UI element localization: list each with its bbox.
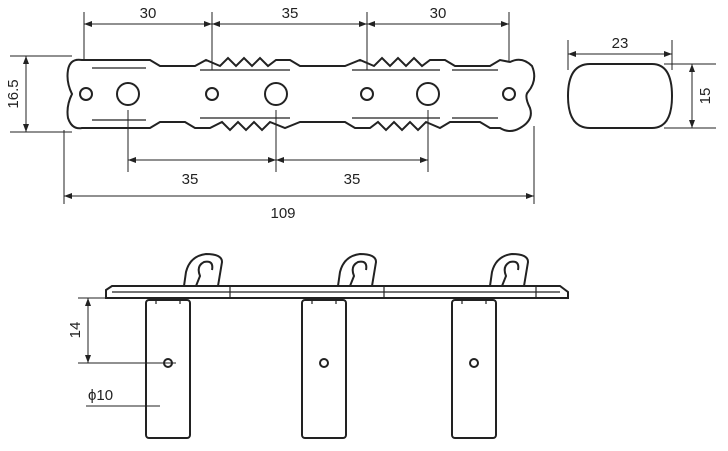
dim-plate-height: 16.5: [5, 56, 29, 132]
side-view: 14 ϕ10: [67, 252, 569, 439]
dim-diameter: ϕ10: [86, 387, 160, 407]
tuner-button: [301, 299, 347, 439]
dim-label: 35: [182, 171, 199, 188]
plate-ridge-top: [92, 67, 498, 71]
dim-label: 23: [612, 35, 629, 52]
dim-label: ϕ10: [88, 387, 113, 404]
dim-spacing-bottom-1: 35: [128, 157, 276, 188]
dim-button-height: 15: [689, 64, 714, 128]
dim-spacing-bottom-2: 35: [276, 157, 428, 188]
dim-spacing-top-3: 30: [367, 5, 509, 27]
small-hole: [79, 87, 93, 101]
small-hole: [502, 87, 516, 101]
dim-depth: 14: [67, 298, 91, 363]
string-post-hook: [337, 252, 378, 287]
large-hole: [116, 82, 140, 106]
small-hole: [205, 87, 219, 101]
button-neck: [155, 298, 487, 304]
string-post-hook: [489, 252, 530, 287]
dim-label: 35: [344, 171, 361, 188]
small-hole: [360, 87, 374, 101]
large-hole: [264, 82, 288, 106]
button-outline: [566, 63, 674, 129]
dim-overall-length: 109: [64, 193, 534, 222]
button-pin: [469, 358, 479, 368]
button-pin: [319, 358, 329, 368]
dim-button-width: 23: [568, 35, 672, 57]
tuner-button: [145, 299, 191, 439]
extension-lines: [567, 40, 716, 129]
button-view: 23 15: [566, 35, 716, 129]
extension-lines: [10, 12, 535, 204]
dim-label: 14: [67, 322, 84, 339]
dim-label: 109: [270, 205, 295, 222]
plate-ridge-bottom: [92, 117, 498, 121]
dim-label: 16.5: [5, 79, 22, 108]
dim-label: 30: [140, 5, 157, 22]
plate-outline: [66, 56, 536, 132]
string-post-hook: [183, 252, 224, 287]
dim-spacing-top-2: 35: [212, 5, 367, 27]
dim-label: 15: [697, 88, 714, 105]
dim-label: 35: [282, 5, 299, 22]
tuner-button: [451, 299, 497, 439]
extension-lines: [78, 297, 176, 364]
dim-label: 30: [430, 5, 447, 22]
side-plate-joints: [229, 286, 537, 298]
dim-spacing-top-1: 30: [84, 5, 212, 27]
top-view: 30 35 30 16.5 35: [5, 5, 536, 222]
large-hole: [416, 82, 440, 106]
